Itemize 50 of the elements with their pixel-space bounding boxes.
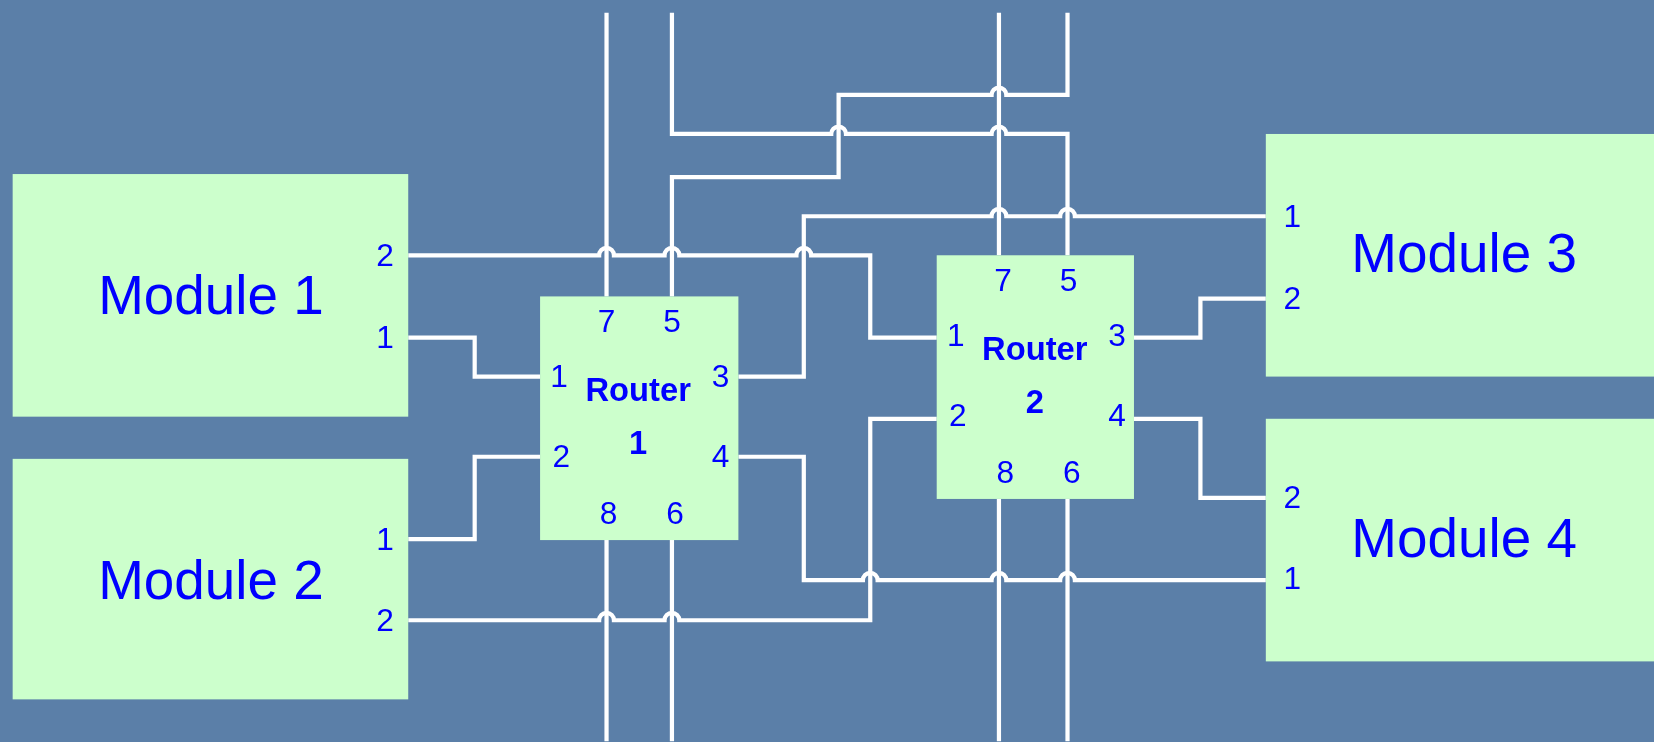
wire (1133, 416, 1266, 500)
port-number: 1 (946, 319, 965, 352)
port-number: 2 (376, 239, 394, 272)
port-number: 7 (994, 264, 1012, 297)
port-number: 1 (376, 321, 394, 354)
wire (738, 454, 1266, 583)
wire (996, 498, 1002, 742)
module-box (1265, 133, 1654, 377)
port-number: 4 (711, 440, 730, 473)
wire (738, 207, 1266, 379)
module-label: Module 4 (1351, 510, 1577, 566)
router-box (540, 296, 739, 541)
port-number: 3 (711, 360, 730, 393)
port-number: 8 (599, 497, 618, 530)
port-number: 2 (949, 399, 967, 432)
port-number: 6 (1062, 456, 1081, 489)
wire (604, 540, 609, 742)
port-number: 1 (1283, 562, 1301, 594)
port-number: 2 (376, 604, 394, 637)
wire (669, 540, 675, 742)
wire (604, 12, 609, 297)
port-number: 4 (1108, 399, 1126, 432)
port-number: 8 (996, 456, 1015, 489)
port-number: 1 (1283, 200, 1301, 233)
wire (1133, 296, 1266, 340)
module-label: Module 3 (1351, 225, 1577, 281)
port-number: 1 (376, 523, 394, 555)
port-number: 7 (597, 305, 616, 338)
wire (408, 246, 937, 340)
router-label: Router 2 (981, 329, 1089, 422)
module-box (1265, 418, 1654, 662)
wire (408, 335, 541, 379)
wire (408, 454, 541, 542)
router-box (936, 255, 1134, 499)
module-label: Module 1 (98, 267, 324, 323)
wire (996, 12, 1002, 256)
wire (408, 416, 937, 623)
port-number: 2 (1283, 282, 1301, 315)
port-number: 6 (666, 497, 684, 530)
wire (1065, 498, 1070, 742)
port-number: 2 (1283, 482, 1301, 514)
port-number: 5 (663, 305, 681, 338)
router-label: Router 1 (584, 370, 692, 463)
port-number: 2 (552, 440, 570, 473)
port-number: 3 (1108, 319, 1126, 352)
port-number: 1 (550, 360, 568, 393)
module-box (12, 174, 409, 417)
module-label: Module 2 (98, 552, 324, 608)
module-box (12, 458, 409, 700)
port-number: 5 (1059, 264, 1078, 297)
